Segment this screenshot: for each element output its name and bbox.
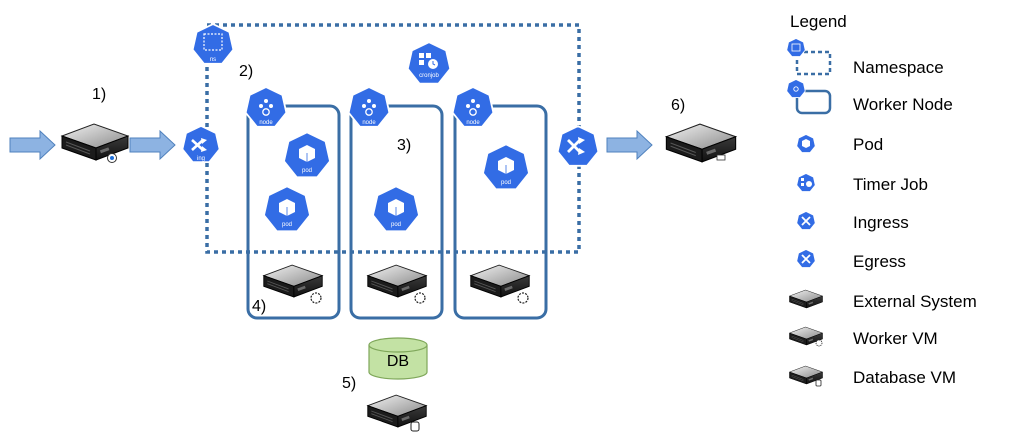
worker-vm-icon-1 [263, 264, 323, 304]
pod-icon-4-label: pod [501, 180, 511, 186]
step-label-5: 5) [342, 375, 356, 392]
legend-worker-node-icon [786, 79, 832, 115]
legend-worker-vm-icon [789, 326, 823, 347]
target-system-server-icon [665, 123, 737, 163]
database-vm-icon [367, 394, 427, 432]
worker-vm-icon-2 [367, 264, 427, 304]
external-system-server-icon [61, 123, 129, 163]
step-label-4: 4) [252, 298, 266, 315]
node-icon-2-label: node [362, 120, 376, 126]
pod-icon-1: pod [282, 131, 332, 179]
node-icon-1-label: node [259, 120, 273, 126]
cronjob-icon: cronjob [406, 41, 452, 85]
cronjob-icon-label: cronjob [419, 73, 439, 79]
legend: Legend Namespace Worker Node Pod Tim [786, 12, 977, 387]
step-label-3: 3) [397, 137, 411, 154]
node-icon-3-label: node [466, 120, 480, 126]
ingress-icon: ing [181, 125, 221, 163]
namespace-icon: ns [191, 23, 235, 65]
egress-icon [556, 125, 600, 167]
legend-ingress-icon [796, 211, 816, 230]
node-icon-3: node [451, 86, 495, 128]
worker-node-frame-2 [349, 104, 444, 320]
legend-egress-icon [796, 249, 816, 268]
worker-node-frame-1 [246, 104, 341, 320]
pod-icon-3-label: pod [391, 222, 401, 228]
legend-pod-icon [796, 134, 816, 153]
pod-icon-1-label: pod [302, 168, 312, 174]
legend-namespace-icon [786, 38, 832, 76]
legend-external-system-icon [789, 289, 823, 309]
legend-external-system-label: External System [853, 292, 977, 311]
node-icon-2: node [347, 86, 391, 128]
legend-worker-vm-label: Worker VM [853, 329, 938, 348]
arrow-in-1 [9, 129, 56, 161]
namespace-icon-label: ns [210, 57, 216, 63]
worker-node-frame-3 [453, 104, 548, 320]
database-label: DB [387, 353, 409, 370]
database-cylinder: DB [368, 337, 428, 380]
arrow-in-2 [129, 129, 176, 161]
pod-icon-3: pod [371, 185, 421, 233]
ingress-icon-label: ing [197, 156, 205, 162]
pod-icon-2: pod [262, 185, 312, 233]
legend-ingress-label: Ingress [853, 213, 909, 232]
legend-namespace-label: Namespace [853, 58, 944, 77]
legend-timer-job-icon [796, 173, 816, 192]
step-label-1: 1) [92, 86, 106, 103]
legend-database-vm-label: Database VM [853, 368, 956, 387]
legend-egress-label: Egress [853, 252, 906, 271]
pod-icon-2-label: pod [282, 222, 292, 228]
legend-worker-node-label: Worker Node [853, 95, 953, 114]
step-label-6: 6) [671, 97, 685, 114]
legend-title: Legend [790, 12, 847, 31]
node-icon-1: node [244, 86, 288, 128]
legend-timer-job-label: Timer Job [853, 175, 928, 194]
worker-vm-icon-3 [470, 264, 530, 304]
legend-database-vm-icon [789, 365, 823, 387]
namespace-frame [205, 23, 581, 254]
pod-icon-4: pod [481, 143, 531, 191]
arrow-out [606, 129, 653, 161]
legend-pod-label: Pod [853, 135, 883, 154]
step-label-2: 2) [239, 63, 253, 80]
